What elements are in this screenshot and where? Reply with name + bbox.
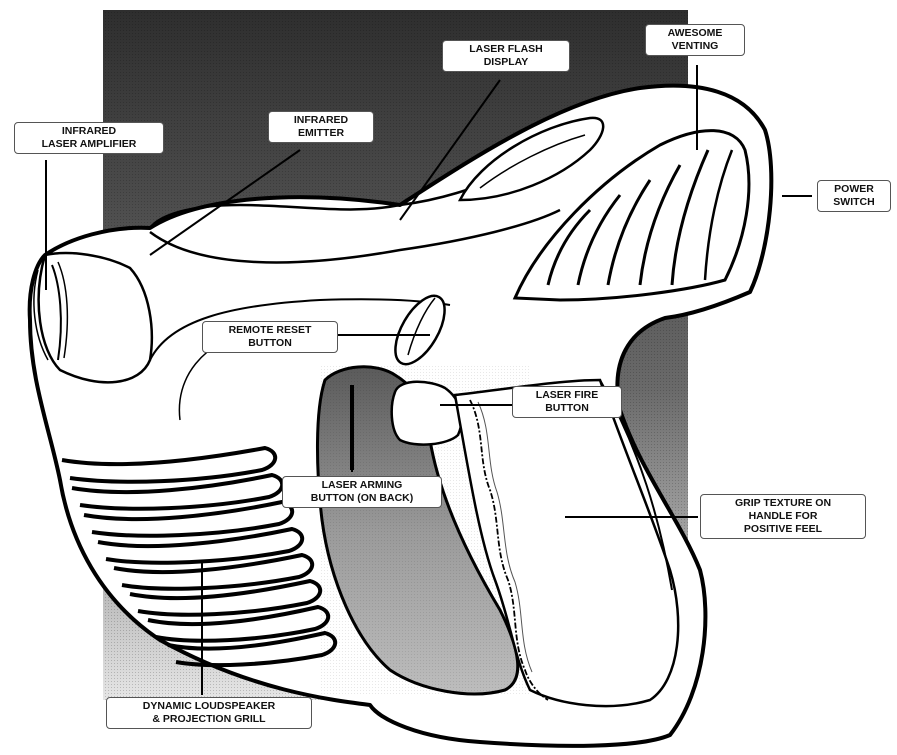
callout-awesome-venting: AWESOME VENTING <box>645 24 745 56</box>
callout-laser-arming-button: LASER ARMING BUTTON (ON BACK) <box>282 476 442 508</box>
callout-text: DISPLAY <box>449 56 563 69</box>
callout-text: POSITIVE FEEL <box>707 523 859 536</box>
callout-text: INFRARED <box>21 125 157 138</box>
callout-text: DYNAMIC LOUDSPEAKER <box>113 700 305 713</box>
callout-remote-reset-button: REMOTE RESET BUTTON <box>202 321 338 353</box>
callout-text: POWER <box>824 183 884 196</box>
callout-power-switch: POWER SWITCH <box>817 180 891 212</box>
callout-text: GRIP TEXTURE ON <box>707 497 859 510</box>
callout-text: LASER FLASH <box>449 43 563 56</box>
callout-text: VENTING <box>652 40 738 53</box>
callout-text: AWESOME <box>652 27 738 40</box>
callout-grip-texture: GRIP TEXTURE ON HANDLE FOR POSITIVE FEEL <box>700 494 866 539</box>
callout-text: LASER AMPLIFIER <box>21 138 157 151</box>
callout-dynamic-loudspeaker: DYNAMIC LOUDSPEAKER & PROJECTION GRILL <box>106 697 312 729</box>
callout-text: EMITTER <box>275 127 367 140</box>
callout-text: BUTTON (ON BACK) <box>289 492 435 505</box>
callout-text: REMOTE RESET <box>209 324 331 337</box>
callout-text: LASER FIRE <box>519 389 615 402</box>
callout-infrared-laser-amplifier: INFRARED LASER AMPLIFIER <box>14 122 164 154</box>
callout-text: HANDLE FOR <box>707 510 859 523</box>
callout-text: BUTTON <box>519 402 615 415</box>
callout-text: SWITCH <box>824 196 884 209</box>
callout-text: BUTTON <box>209 337 331 350</box>
callout-laser-flash-display: LASER FLASH DISPLAY <box>442 40 570 72</box>
callout-infrared-emitter: INFRARED EMITTER <box>268 111 374 143</box>
callout-text: INFRARED <box>275 114 367 127</box>
callout-text: & PROJECTION GRILL <box>113 713 305 726</box>
callout-text: LASER ARMING <box>289 479 435 492</box>
callout-laser-fire-button: LASER FIRE BUTTON <box>512 386 622 418</box>
